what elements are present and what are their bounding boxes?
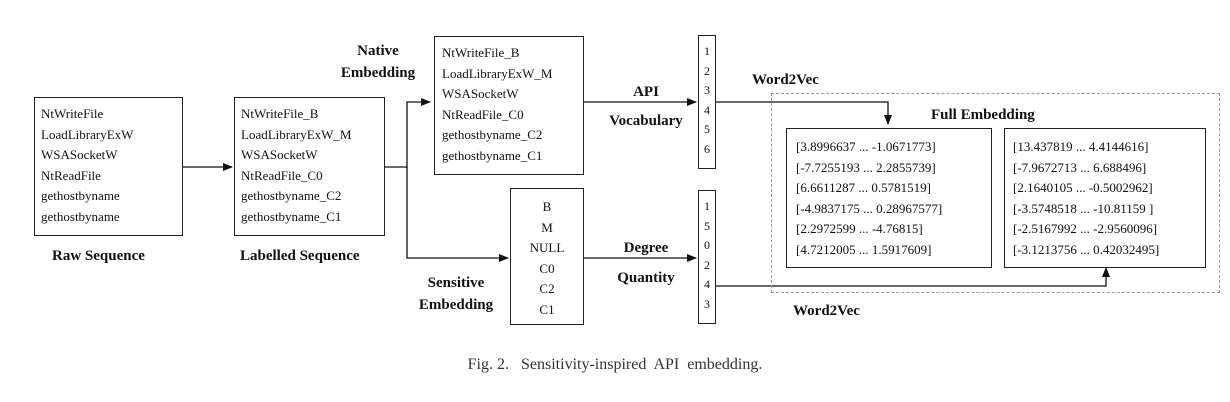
raw-item: gethostbyname xyxy=(41,188,120,203)
degree-quantity-label: Degree Quantity xyxy=(617,240,675,286)
arrow-degree-to-right-embedding xyxy=(716,267,1110,287)
word2vec-bottom-label: Word2Vec xyxy=(793,303,860,319)
raw-item: LoadLibraryExW xyxy=(41,126,134,142)
raw-item: NtReadFile xyxy=(41,167,101,183)
raw-item: NtWriteFile xyxy=(41,106,104,121)
api-vocabulary-label: API Vocabulary xyxy=(609,84,683,129)
vocab-index: 1 xyxy=(704,44,710,58)
native-item: LoadLibraryExW_M xyxy=(442,65,553,81)
arrow-vocab-to-left-embedding xyxy=(716,101,892,125)
embedding-vector: [2.1640105 ... -0.5002962] xyxy=(1013,180,1153,195)
arrow-labelled-to-native xyxy=(385,98,431,168)
vocab-index: 5 xyxy=(704,122,710,136)
raw-sequence-label: Raw Sequence xyxy=(52,248,145,264)
embedding-vector: [-3.5748518 ... -10.81159 ] xyxy=(1013,200,1154,216)
sensitive-item: C2 xyxy=(539,281,555,296)
native-item: NtReadFile_C0 xyxy=(442,106,524,122)
native-item: WSASocketW xyxy=(442,86,519,101)
api-vocabulary-index-box: 1 2 3 4 5 6 xyxy=(698,35,716,169)
embedding-vector: [4.7212005 ... 1.5917609] xyxy=(796,241,932,257)
full-embedding-title: Full Embedding xyxy=(931,107,1035,123)
sensitive-item: M xyxy=(541,219,553,235)
native-item: gethostbyname_C1 xyxy=(442,147,543,163)
embedding-vector: [-4.9837175 ... 0.28967577] xyxy=(796,200,943,216)
embedding-vector: [2.2972599 ... -4.76815] xyxy=(796,221,923,236)
word2vec-top-label: Word2Vec xyxy=(752,72,819,88)
raw-sequence-box: NtWriteFile LoadLibraryExW WSASocketW Nt… xyxy=(34,97,183,236)
degree-index: 3 xyxy=(704,296,710,311)
sensitive-embedding-title: Sensitive Embedding xyxy=(418,275,494,313)
vocab-index: 3 xyxy=(704,83,710,97)
embedding-vector: [-7.7255193 ... 2.2855739] xyxy=(796,159,936,175)
labelled-sequence-box: NtWriteFile_B LoadLibraryExW_M WSASocket… xyxy=(234,97,385,236)
labelled-item: NtReadFile_C0 xyxy=(241,167,323,183)
degree-index: 5 xyxy=(704,218,710,233)
embedding-vector: [-2.5167992 ... -2.9560096] xyxy=(1013,221,1158,236)
labelled-item: WSASocketW xyxy=(241,147,318,162)
vocab-index: 4 xyxy=(704,102,710,117)
degree-index: 0 xyxy=(704,238,710,252)
sensitive-item: B xyxy=(542,199,552,214)
labelled-item: gethostbyname_C2 xyxy=(241,188,342,203)
native-item: gethostbyname_C2 xyxy=(442,127,543,142)
degree-index: 1 xyxy=(704,199,710,213)
full-embedding-region xyxy=(771,93,1220,293)
raw-item: gethostbyname xyxy=(41,208,120,224)
degree-index-box: 1 5 0 2 4 3 xyxy=(698,190,716,324)
native-item: NtWriteFile_B xyxy=(442,45,520,60)
embedding-vector: [-7.9672713 ... 6.688496] xyxy=(1013,159,1147,175)
native-embedding-box: NtWriteFile_B LoadLibraryExW_M WSASocket… xyxy=(434,36,584,175)
full-embedding-left-box: [3.8996637 ... -1.0671773] [-7.7255193 .… xyxy=(786,128,992,268)
raw-item: WSASocketW xyxy=(41,147,118,162)
full-embedding-right-box: [13.437819 ... 4.4144616] [-7.9672713 ..… xyxy=(1004,128,1206,268)
degree-index: 4 xyxy=(704,277,710,291)
sensitive-item: NULL xyxy=(529,240,565,255)
figure-caption: Fig. 2. Sensitivity-inspired API embeddi… xyxy=(467,356,763,373)
degree-index: 2 xyxy=(704,257,710,272)
vocab-index: 2 xyxy=(704,63,710,78)
embedding-vector: [6.6611287 ... 0.5781519] xyxy=(796,180,931,195)
sensitive-item: C0 xyxy=(539,260,555,276)
embedding-vector: [13.437819 ... 4.4144616] xyxy=(1013,139,1149,154)
embedding-vector: [3.8996637 ... -1.0671773] xyxy=(796,139,936,154)
vocab-index: 6 xyxy=(704,141,710,156)
sensitive-embedding-box: B M NULL C0 C2 C1 xyxy=(510,188,584,325)
labelled-sequence-label: Labelled Sequence xyxy=(240,248,360,264)
embedding-vector: [-3.1213756 ... 0.42032495] xyxy=(1013,241,1160,257)
native-embedding-title: Native Embedding xyxy=(340,43,416,81)
arrow-labelled-to-sensitive xyxy=(406,167,509,262)
sensitive-item: C1 xyxy=(539,301,555,317)
labelled-item: LoadLibraryExW_M xyxy=(241,126,352,142)
labelled-item: gethostbyname_C1 xyxy=(241,208,342,224)
labelled-item: NtWriteFile_B xyxy=(241,106,319,121)
